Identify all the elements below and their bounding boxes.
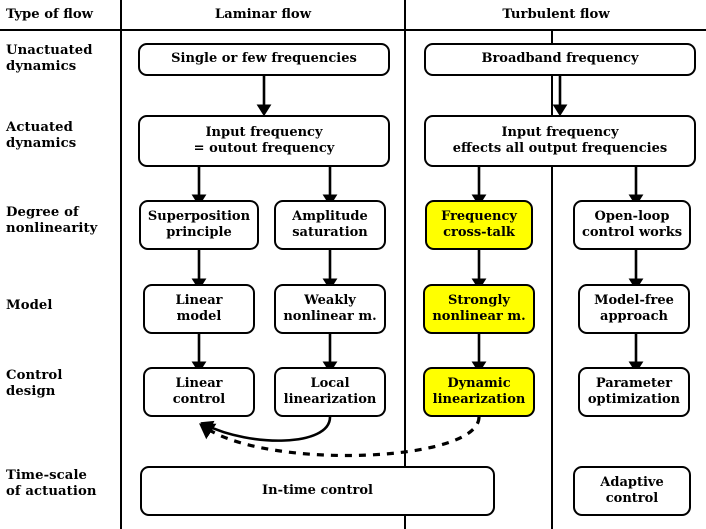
box-local-linearization[interactable]: Local linearization: [274, 367, 386, 417]
box-input-frequency-equals-output-frequency[interactable]: Input frequency = outout frequency: [138, 115, 390, 167]
row-label-degree-of-nonlinearity: Degree of nonlinearity: [6, 205, 98, 236]
row-label-model: Model: [6, 298, 53, 313]
box-linear-model[interactable]: Linear model: [143, 284, 255, 334]
row-label-actuated-dynamics: Actuated dynamics: [6, 120, 77, 151]
box-amplitude-saturation[interactable]: Amplitude saturation: [274, 200, 386, 250]
column-header-laminar-flow: Laminar flow: [214, 7, 312, 22]
box-weakly-nonlinear-model[interactable]: Weakly nonlinear m.: [274, 284, 386, 334]
box-input-frequency-effects-all-output-frequencies[interactable]: Input frequency effects all output frequ…: [424, 115, 696, 167]
box-superposition-principle[interactable]: Superposition principle: [139, 200, 259, 250]
box-strongly-nonlinear-model[interactable]: Strongly nonlinear m.: [423, 284, 535, 334]
arrow-local-linearization-to-linear-control: [200, 416, 332, 442]
column-divider-middle: [404, 0, 406, 529]
row-label-control-design: Control design: [6, 368, 63, 399]
corner-label-type-of-flow: Type of flow: [6, 7, 94, 22]
box-broadband-frequency[interactable]: Broadband frequency: [424, 43, 696, 76]
row-label-time-scale-of-actuation: Time-scale of actuation: [6, 468, 97, 499]
box-model-free-approach[interactable]: Model-free approach: [578, 284, 690, 334]
arrow-dynamic-linearization-to-linear-control: [199, 416, 481, 458]
row-label-unactuated-dynamics: Unactuated dynamics: [6, 43, 93, 74]
box-open-loop-control-works[interactable]: Open-loop control works: [573, 200, 691, 250]
box-adaptive-control[interactable]: Adaptive control: [573, 466, 691, 516]
column-header-turbulent-flow: Turbulent flow: [502, 7, 610, 22]
header-separator-rule: [0, 29, 706, 31]
box-parameter-optimization[interactable]: Parameter optimization: [578, 367, 690, 417]
box-linear-control[interactable]: Linear control: [143, 367, 255, 417]
box-dynamic-linearization[interactable]: Dynamic linearization: [423, 367, 535, 417]
column-divider-turbulent-inner: [551, 31, 553, 529]
column-divider-left: [120, 0, 122, 529]
box-in-time-control[interactable]: In-time control: [140, 466, 495, 516]
box-single-or-few-frequencies[interactable]: Single or few frequencies: [138, 43, 390, 76]
box-frequency-cross-talk[interactable]: Frequency cross-talk: [425, 200, 533, 250]
